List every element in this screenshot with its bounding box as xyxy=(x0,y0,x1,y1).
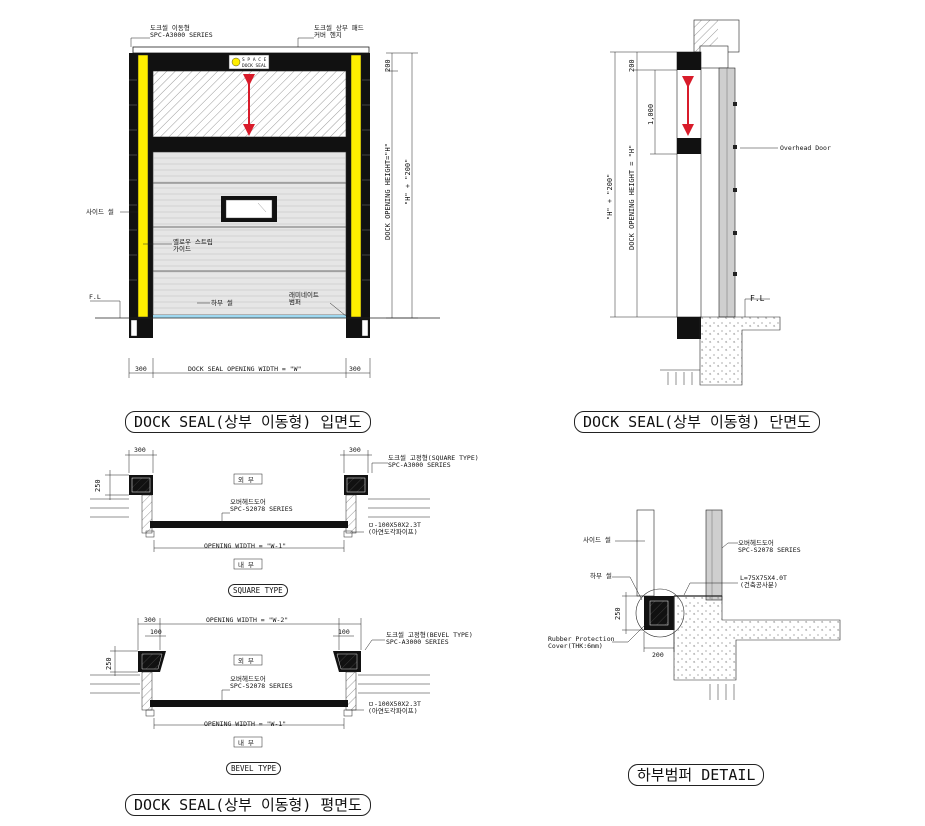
elevation-label-side-seal: 사이드 씰 xyxy=(86,207,114,216)
elevation-logo-1: S P A C E xyxy=(242,57,267,63)
detail-label-side-seal: 사이드 씰 xyxy=(583,535,611,544)
elevation-logo-2: DOCK SEAL xyxy=(242,63,267,69)
plan-bevel-label-outside: 외 부 xyxy=(238,657,254,665)
section-dim-1000: 1,000 xyxy=(647,104,655,125)
plan-square-dim-300-r: 300 xyxy=(349,446,361,454)
plan-square-label-inside: 내 부 xyxy=(238,560,254,569)
elevation-label-bottom-seal: 하부 씰 xyxy=(211,298,233,307)
plan-square-dim-250: 250 xyxy=(94,479,102,492)
section-dim-200: 200 xyxy=(628,59,636,72)
section-dim-total: "H" + "200" xyxy=(606,174,614,220)
elevation-label-top-left-1: 도크씰 이동형 xyxy=(150,23,190,32)
title-plan: DOCK SEAL(상부 이동형) 평면도 xyxy=(125,794,371,816)
plan-square-label-door-2: SPC-S2078 SERIES xyxy=(230,505,293,513)
elevation-label-top-right-2: 커버 헨지 xyxy=(314,30,342,39)
section-view: 200 1,000 "H" + "200" DOCK OPENING HEIGH… xyxy=(606,19,831,386)
plan-square-label-seal-2: SPC-A3000 SERIES xyxy=(388,461,451,469)
title-detail: 하부범퍼 DETAIL xyxy=(628,764,765,786)
plan-square-label-outside: 외 부 xyxy=(238,476,254,484)
plan-square-dim-300-l: 300 xyxy=(134,446,146,454)
detail-label-door-1: 오버헤드도어 xyxy=(738,538,774,547)
detail-label-angle-2: (건축공사분) xyxy=(740,580,778,589)
plan-square-dim-opening: OPENING WIDTH = "W-1" xyxy=(204,542,286,550)
space-logo xyxy=(228,54,270,70)
elevation-dim-width: DOCK SEAL OPENING WIDTH = "W" xyxy=(188,365,302,373)
plan-bevel-dim-100-r: 100 xyxy=(338,628,350,636)
detail-dim-200: 200 xyxy=(652,651,664,659)
elevation-label-laminate-2: 범퍼 xyxy=(289,297,301,306)
elevation-label-fl: F.L xyxy=(89,293,101,301)
bumper-detail-view: 사이드 씰 오버헤드도어 SPC-S2078 SERIES 하부 씰 L=75X… xyxy=(548,509,841,700)
elevation-label-yellow-guide-1: 옐로우 스트립 xyxy=(173,238,213,246)
plan-square-label-pipe-2: (아연도각파이프) xyxy=(368,527,418,536)
yellow-strip-right xyxy=(350,54,362,318)
yellow-strip-left xyxy=(137,54,149,318)
plan-bevel-dim-300: 300 xyxy=(144,616,156,624)
plan-bevel-dim-100-l: 100 xyxy=(150,628,162,636)
detail-dim-250: 250 xyxy=(614,607,622,620)
plan-bevel-label-pipe-2: (아연도각파이프) xyxy=(368,706,418,715)
plan-square-view: 300 300 250 도크씰 고정형(SQUARE TYPE) SPC-A30… xyxy=(90,446,479,570)
plan-bevel-label-pipe-1: ㅁ-100X50X2.3T xyxy=(368,700,421,708)
elevation-label-laminate-1: 래미네이트 xyxy=(289,290,319,299)
plan-bevel-label-door-1: 오버헤드도어 xyxy=(230,674,266,683)
elevation-dim-left: 300 xyxy=(135,365,147,373)
detail-label-door-2: SPC-S2078 SERIES xyxy=(738,546,801,554)
elevation-dim-total: "H" + "200" xyxy=(404,159,412,205)
plan-bevel-label-door-2: SPC-S2078 SERIES xyxy=(230,682,293,690)
detail-label-rubber-1: Rubber Protection xyxy=(548,635,615,643)
plan-bevel-view: 300 OPENING WIDTH = "W-2" 100 100 250 도크… xyxy=(90,616,473,748)
plan-bevel-dim-opening: OPENING WIDTH = "W-1" xyxy=(204,720,286,728)
elevation-label-top-right-1: 도크씰 상부 패드 xyxy=(314,23,364,32)
plan-bevel-label-seal-1: 도크씰 고정형(BEVEL TYPE) xyxy=(386,630,473,639)
elevation-view: S P A C E DOCK SEAL xyxy=(86,23,440,378)
detail-label-bottom-seal: 하부 씰 xyxy=(590,571,612,580)
section-dim-height: DOCK OPENING HEIGHT = "H" xyxy=(628,145,636,250)
title-bevel-type: BEVEL TYPE xyxy=(226,762,282,775)
plan-square-label-door-1: 오버헤드도어 xyxy=(230,497,266,506)
elevation-dim-200: 200 xyxy=(384,59,392,72)
plan-bevel-dim-opening-2: OPENING WIDTH = "W-2" xyxy=(206,616,288,624)
plan-bevel-label-seal-2: SPC-A3000 SERIES xyxy=(386,638,449,646)
plan-square-label-pipe-1: ㅁ-100X50X2.3T xyxy=(368,521,421,529)
elevation-dim-height: DOCK OPENING HEIGHT="H" xyxy=(384,143,392,240)
elevation-label-top-left-2: SPC-A3000 SERIES xyxy=(150,31,213,39)
title-square-type: SQUARE TYPE xyxy=(228,584,288,597)
elevation-dim-right: 300 xyxy=(349,365,361,373)
section-label-fl: F.L xyxy=(750,294,765,303)
section-label-overhead: Overhead Door xyxy=(780,144,831,152)
detail-label-rubber-2: Cover(THK:6mm) xyxy=(548,642,603,650)
plan-square-label-seal-1: 도크씰 고정형(SQUARE TYPE) xyxy=(388,453,479,462)
title-section: DOCK SEAL(상부 이동형) 단면도 xyxy=(574,411,820,433)
plan-bevel-label-inside: 내 부 xyxy=(238,738,254,747)
detail-label-angle-1: L=75X75X4.0T xyxy=(740,574,787,582)
title-elevation: DOCK SEAL(상부 이동형) 입면도 xyxy=(125,411,371,433)
elevation-label-yellow-guide-2: 가이드 xyxy=(173,244,191,253)
plan-bevel-dim-250: 250 xyxy=(105,657,113,670)
